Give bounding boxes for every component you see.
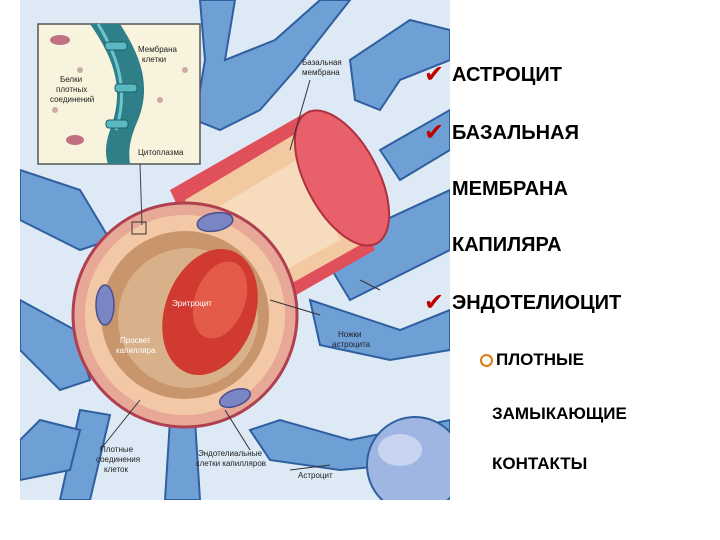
astrocyte-nucleus [378, 434, 422, 466]
bullet-astrocyte: АСТРОЦИТ [452, 64, 562, 86]
inset-label-cytoplasm: Цитоплазма [138, 148, 184, 157]
bullet-tight-junctions-3: КОНТАКТЫ [492, 454, 588, 473]
capillary-diagram: Мембрана клетки Белки плотных соединений… [20, 0, 450, 500]
inset-label-proteins-1: Белки [60, 75, 82, 84]
tight-junction-inset [37, 23, 201, 165]
label-astrocyte-feet-1: Ножки [338, 330, 361, 339]
bullet-endotheliocyte: ЭНДОТЕЛИОЦИТ [452, 292, 622, 314]
label-astrocyte: Астроцит [298, 471, 333, 480]
bullet-tight-junctions-1: ПЛОТНЫЕ [496, 350, 585, 369]
bullet-basal-membrane-3: КАПИЛЯРА [452, 234, 562, 256]
endothelial-nuclei [95, 211, 252, 409]
inset-label-proteins-3: соединений [50, 95, 94, 104]
label-endothelial-1: Эндотелиальные [198, 449, 262, 458]
inset-connector [139, 163, 143, 226]
label-tight-junctions-3: клеток [104, 465, 128, 474]
check-mark-icon: ✔ [424, 288, 445, 316]
check-mark-icon: ✔ [424, 118, 445, 146]
inset-label-membrane-2: клетки [142, 55, 166, 64]
pointer-lines [99, 79, 381, 471]
bullet-tight-junctions-2: ЗАМЫКАЮЩИЕ [492, 404, 627, 423]
bullet-basal-membrane-2: МЕМБРАНА [452, 178, 568, 200]
label-lumen-1: Просвет [120, 336, 151, 345]
inset-label-proteins-2: плотных [56, 85, 87, 94]
label-erythrocyte: Эритроцит [172, 299, 212, 308]
label-tight-junctions-1: Плотные [100, 445, 134, 454]
label-tight-junctions-2: соединения [96, 455, 140, 464]
ring-bullet-icon [480, 354, 493, 367]
bullet-list: ✔ АСТРОЦИТ ✔ БАЗАЛЬНАЯ МЕМБРАНА КАПИЛЯРА… [424, 0, 714, 500]
label-astrocyte-feet-2: астроцита [332, 340, 371, 349]
label-endothelial-2: клетки капилляров [196, 459, 266, 468]
inset-label-membrane-1: Мембрана [138, 45, 178, 54]
label-basal-membrane-1: Базальная [302, 58, 342, 67]
inset-marker [131, 221, 147, 235]
bullet-basal-membrane-1: БАЗАЛЬНАЯ [452, 122, 579, 144]
check-mark-icon: ✔ [424, 60, 445, 88]
erythrocyte [162, 249, 258, 375]
label-lumen-2: капилляра [116, 346, 156, 355]
label-basal-membrane-2: мембрана [302, 68, 340, 77]
